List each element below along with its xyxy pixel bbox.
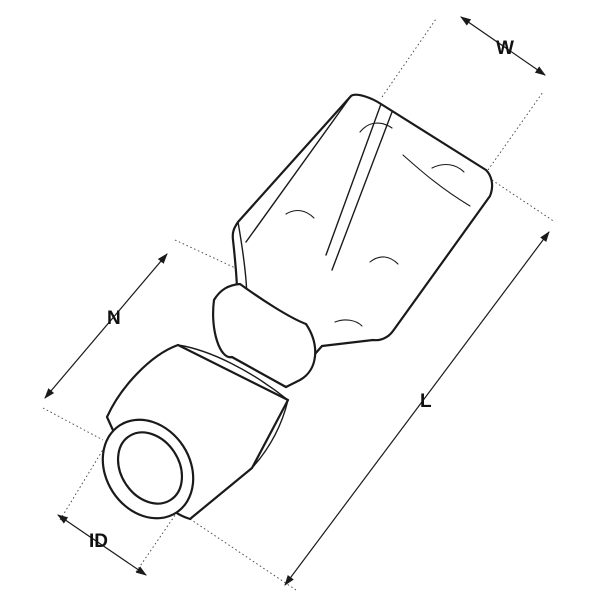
ferrule-back-edge — [251, 399, 289, 469]
extension-lines — [42, 18, 556, 591]
blade-edge-highlight — [402, 154, 471, 207]
length-label: L — [420, 391, 432, 412]
width-dimension — [460, 16, 546, 76]
dimension-lines — [44, 16, 550, 586]
connector-body — [101, 93, 494, 521]
center-groove-2 — [331, 111, 393, 271]
length-dimension — [284, 231, 550, 586]
contour-4 — [369, 256, 399, 265]
contour-5 — [334, 319, 363, 327]
width-label: W — [496, 38, 514, 59]
fold-line — [245, 95, 352, 243]
insulated-neck — [212, 282, 317, 389]
ferrule-rim — [177, 344, 289, 401]
contour-2 — [285, 209, 315, 219]
id-dimension — [57, 514, 147, 576]
inner-diameter-label: ID — [89, 531, 108, 552]
barrel-opening-inner — [116, 431, 184, 505]
neck-label: N — [107, 308, 121, 329]
contour-3 — [431, 163, 465, 173]
contour-1 — [359, 122, 393, 133]
neck-dimension — [44, 253, 168, 399]
center-groove — [325, 103, 382, 256]
